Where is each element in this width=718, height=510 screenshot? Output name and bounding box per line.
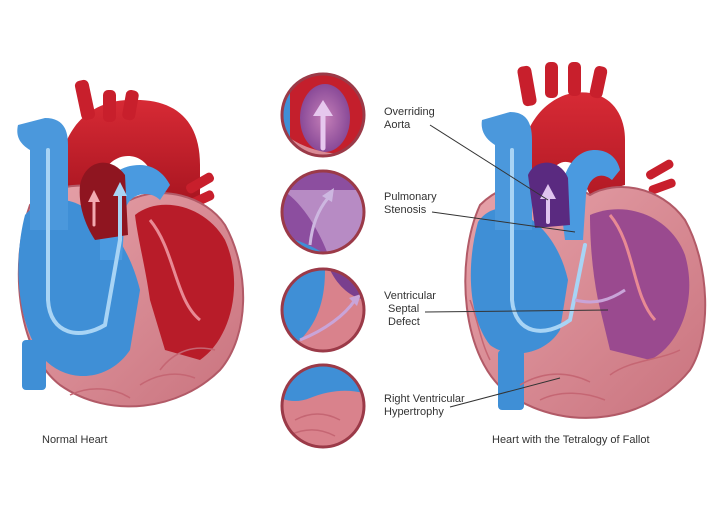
callout-rvh-line-2: Hypertrophy [384, 406, 444, 418]
normal-superior-vena-cava [17, 118, 68, 230]
detail-circle-rvh [280, 363, 366, 449]
leader-pulmonary-stenosis [431, 211, 576, 233]
callout-rvh-line-1: Right Ventricular [384, 393, 465, 405]
caption-normal-heart: Normal Heart [42, 434, 108, 446]
detail-circle-overriding-aorta [280, 72, 366, 158]
tof-mitral-line [608, 214, 657, 322]
pulmonary-stenosis-arrow [308, 197, 330, 246]
tof-pulmonary-artery [560, 150, 620, 240]
normal-blue-flow-arrow [46, 148, 122, 335]
tof-aorta-branch-1 [517, 65, 537, 107]
callout-vsd-line-3: Defect [388, 316, 420, 328]
tetralogy-heart [464, 62, 707, 419]
tof-aorta-branch-2 [545, 62, 558, 98]
callout-pulmonary-stenosis-line-2: Stenosis [384, 204, 427, 216]
normal-aorta-branch-3 [122, 89, 139, 121]
callout-vsd-line-2: Septal [388, 303, 420, 315]
normal-pulmonary-vein-1 [185, 172, 215, 194]
vsd-arrow [299, 299, 357, 342]
tof-right-ventricle [470, 208, 568, 354]
leader-vsd [424, 309, 609, 313]
normal-inferior-vena-cava [22, 340, 46, 390]
detail-circle-pulmonary-stenosis [280, 169, 366, 255]
leader-rvh [449, 377, 561, 408]
normal-blue-arrowhead [113, 182, 127, 196]
tof-vsd-flow [574, 288, 626, 304]
tof-superior-vena-cava [481, 112, 532, 230]
callout-overriding-aorta: Overriding Aorta [384, 106, 435, 132]
leader-overriding-aorta [429, 124, 549, 201]
tof-inferior-vena-cava [498, 350, 524, 410]
callout-pulmonary-stenosis-line-1: Pulmonary [384, 191, 437, 203]
normal-left-atrium [79, 162, 128, 240]
tof-muscle-texture [469, 299, 681, 401]
detail-circle-vsd [280, 267, 366, 353]
tof-aorta-branch-4 [589, 66, 608, 99]
normal-heart [17, 79, 245, 408]
normal-aorta-branch-2 [103, 90, 116, 122]
normal-red-arrowhead [88, 190, 100, 202]
leader-lines [424, 124, 609, 408]
normal-mitral-line [148, 219, 201, 322]
tof-aorta-branch-3 [568, 62, 581, 96]
normal-aorta-branch-1 [74, 79, 96, 121]
normal-muscle-texture [69, 347, 216, 399]
tof-pulmonary-vein-1 [645, 159, 674, 180]
callout-overriding-aorta-line-1: Overriding [384, 106, 435, 118]
normal-left-ventricle [135, 204, 235, 360]
tof-pulmonary-vein-2 [648, 178, 676, 195]
callout-ventricular-septal-defect: Ventricular Septal Defect [384, 290, 436, 329]
callout-right-ventricular-hypertrophy: Right Ventricular Hypertrophy [384, 393, 465, 419]
callout-pulmonary-stenosis: Pulmonary Stenosis [384, 191, 437, 217]
caption-tetralogy-heart: Heart with the Tetralogy of Fallot [492, 434, 650, 446]
callout-overriding-aorta-line-2: Aorta [384, 119, 411, 131]
tof-blue-flow-arrow [510, 148, 587, 333]
callout-vsd-line-1: Ventricular [384, 290, 436, 302]
tof-left-ventricle [590, 209, 690, 360]
